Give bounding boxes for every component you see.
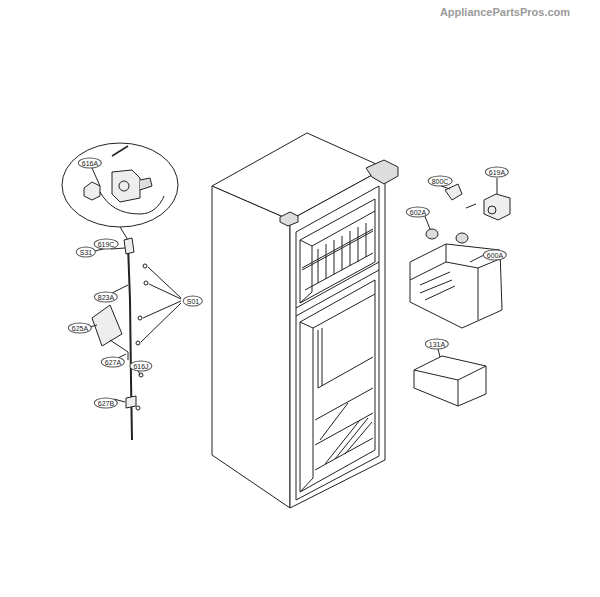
callout-number: 625A xyxy=(68,323,92,334)
callout-number: 619C xyxy=(94,239,119,250)
callout-number: 619A xyxy=(485,167,509,178)
callout-number: 627B xyxy=(94,398,118,409)
callout-number: 600A xyxy=(483,250,507,261)
callout-number: 823A xyxy=(94,292,118,303)
watermark: AppliancePartsPros.com xyxy=(440,6,570,18)
callout-number: 131A xyxy=(425,339,449,350)
callout-number: 800C xyxy=(428,176,453,187)
callout-number: S31 xyxy=(76,247,96,258)
callout-number: 616J xyxy=(129,361,152,372)
callout-number: 602A xyxy=(406,207,430,218)
callout-number: 627A xyxy=(101,357,125,368)
callout-number: S01 xyxy=(183,296,203,307)
